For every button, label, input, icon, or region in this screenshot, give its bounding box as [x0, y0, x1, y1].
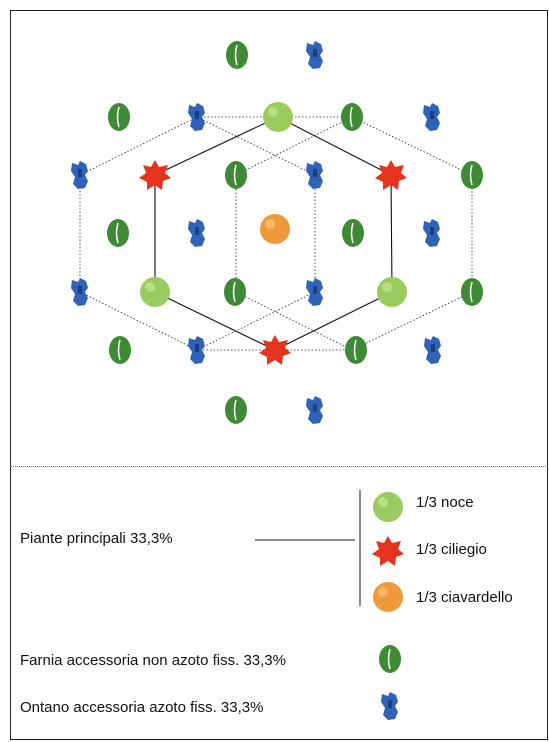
ciavardello-icon [373, 582, 403, 612]
farnia-tree [225, 161, 247, 189]
farnia-tree [341, 103, 363, 131]
farnia-tree [225, 396, 247, 424]
ciliegio-icon [372, 536, 404, 566]
farnia-tree [108, 103, 130, 131]
main-plants-label: Piante principali 33,3% [20, 530, 173, 547]
legend-separator [10, 466, 548, 467]
farnia-tree [226, 41, 248, 69]
farnia-tree [224, 278, 246, 306]
farnia-label: Farnia accessoria non azoto fiss. 33,3% [20, 652, 286, 669]
ciavardello-label: 1/3 ciavardello [416, 589, 513, 606]
ciliegio-tree [259, 335, 291, 365]
ontano-tree [71, 278, 88, 306]
ontano-tree [188, 219, 205, 247]
dotted-diagonal-1 [235, 116, 353, 176]
noce-tree [140, 277, 170, 307]
ontano-tree [71, 161, 88, 189]
noce-tree [263, 102, 293, 132]
ontano-tree [188, 336, 205, 364]
farnia-tree [461, 278, 483, 306]
ciliegio-tree [375, 160, 407, 190]
ciliegio-label: 1/3 ciliegio [416, 541, 487, 558]
ontano-tree [423, 219, 440, 247]
ciavardello-tree [260, 214, 290, 244]
dotted-diagonal-3 [196, 291, 316, 351]
noce-tree [377, 277, 407, 307]
ontano-tree [424, 336, 441, 364]
dotted-diagonal-4 [235, 291, 353, 351]
ontano-tree [306, 278, 323, 306]
ontano-tree [188, 103, 205, 131]
ontano-icon [381, 692, 398, 720]
main-plants-connector [255, 539, 355, 541]
farnia-tree [109, 336, 131, 364]
ontano-tree [306, 41, 323, 69]
farnia-tree [345, 336, 367, 364]
farnia-tree [342, 219, 364, 247]
planting-scheme [71, 41, 483, 424]
farnia-tree [107, 219, 129, 247]
farnia-tree [461, 161, 483, 189]
ontano-tree [306, 396, 323, 424]
dotted-diagonal-2 [196, 116, 316, 176]
ciliegio-tree [139, 160, 171, 190]
ontano-tree [306, 161, 323, 189]
farnia-icon [379, 645, 401, 673]
ontano-label: Ontano accessoria azoto fiss. 33,3% [20, 699, 264, 716]
legend-bracket-line [359, 490, 361, 606]
noce-label: 1/3 noce [416, 494, 474, 511]
noce-icon [373, 492, 403, 522]
ontano-tree [423, 103, 440, 131]
